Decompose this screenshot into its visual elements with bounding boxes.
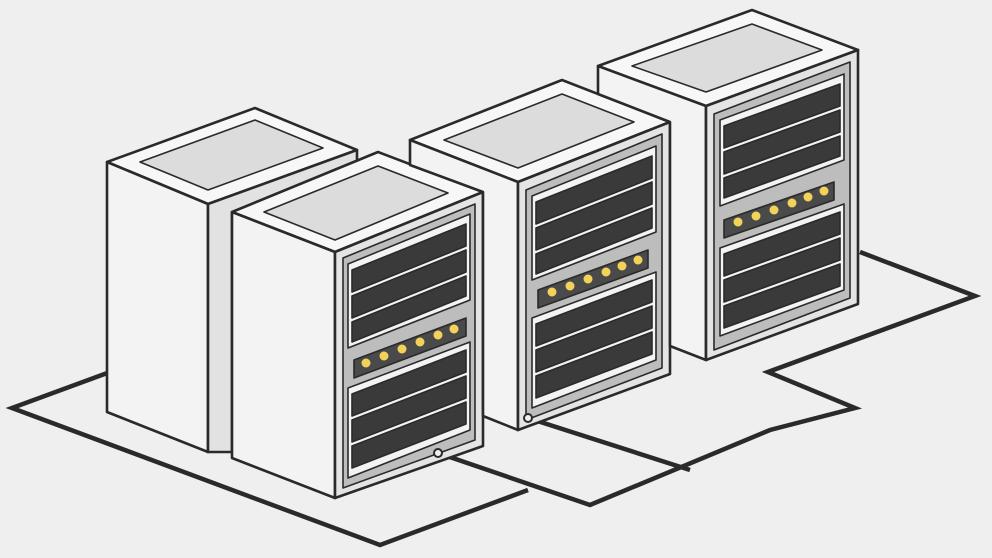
rack-right-status-strip [723,181,835,239]
status-led [633,255,643,265]
rack-front-left [230,150,485,500]
drive-unit [351,223,467,293]
status-led [415,337,425,347]
drive-unit [535,155,653,225]
status-led [379,351,389,361]
rack-middle-status-strip [537,249,649,309]
drive-unit [723,211,841,277]
cable-link [527,415,691,473]
drive-unit [535,181,653,251]
rack-front-left-drive-bay-bottom [347,341,471,479]
drive-unit [723,237,841,303]
rack-front-left-left-face [230,210,337,500]
drive-unit [351,401,467,469]
rack-right-drive-bay-bottom [719,203,845,337]
rack-front-left-drive-bay-top [347,213,471,349]
rack-right-top-recess [631,23,823,93]
status-led [733,217,743,227]
rack-back-left-left-face [105,160,210,454]
drive-unit [723,83,841,149]
rack-right-drive-bay-top [719,73,845,207]
status-led [751,211,761,221]
status-led [547,287,557,297]
status-led [583,274,593,284]
drive-unit [351,249,467,319]
drive-unit [723,109,841,175]
rack-middle-drive-bay-bottom [531,271,657,409]
status-led [787,198,797,208]
status-led [449,324,459,334]
drive-unit [535,305,653,373]
cable-loop-left [5,369,529,548]
status-led [803,192,813,202]
rack-front-left-status-strip [353,317,467,379]
drive-unit [535,207,653,275]
drive-unit [535,331,653,399]
rack-back-left-top-recess [139,119,324,191]
drive-unit [351,349,467,417]
status-led [433,330,443,340]
rack-right [596,8,860,362]
status-led [565,281,575,291]
drive-unit [535,279,653,347]
rack-front-left-top-recess [263,165,449,241]
rack-middle [408,78,672,432]
status-led [601,267,611,277]
status-led [819,186,829,196]
cable-connector-icon [523,413,533,423]
drive-unit [351,375,467,443]
rack-middle-top-recess [443,93,635,169]
status-led [769,205,779,215]
status-led [361,358,371,368]
drive-unit [723,135,841,199]
drive-unit [723,263,841,329]
network-cables [5,249,982,548]
cable-connector-icon [433,448,443,458]
cable-middle [437,249,982,508]
status-led [617,261,627,271]
drive-unit [351,275,467,343]
rack-middle-drive-bay-top [531,145,657,281]
status-led [397,344,407,354]
